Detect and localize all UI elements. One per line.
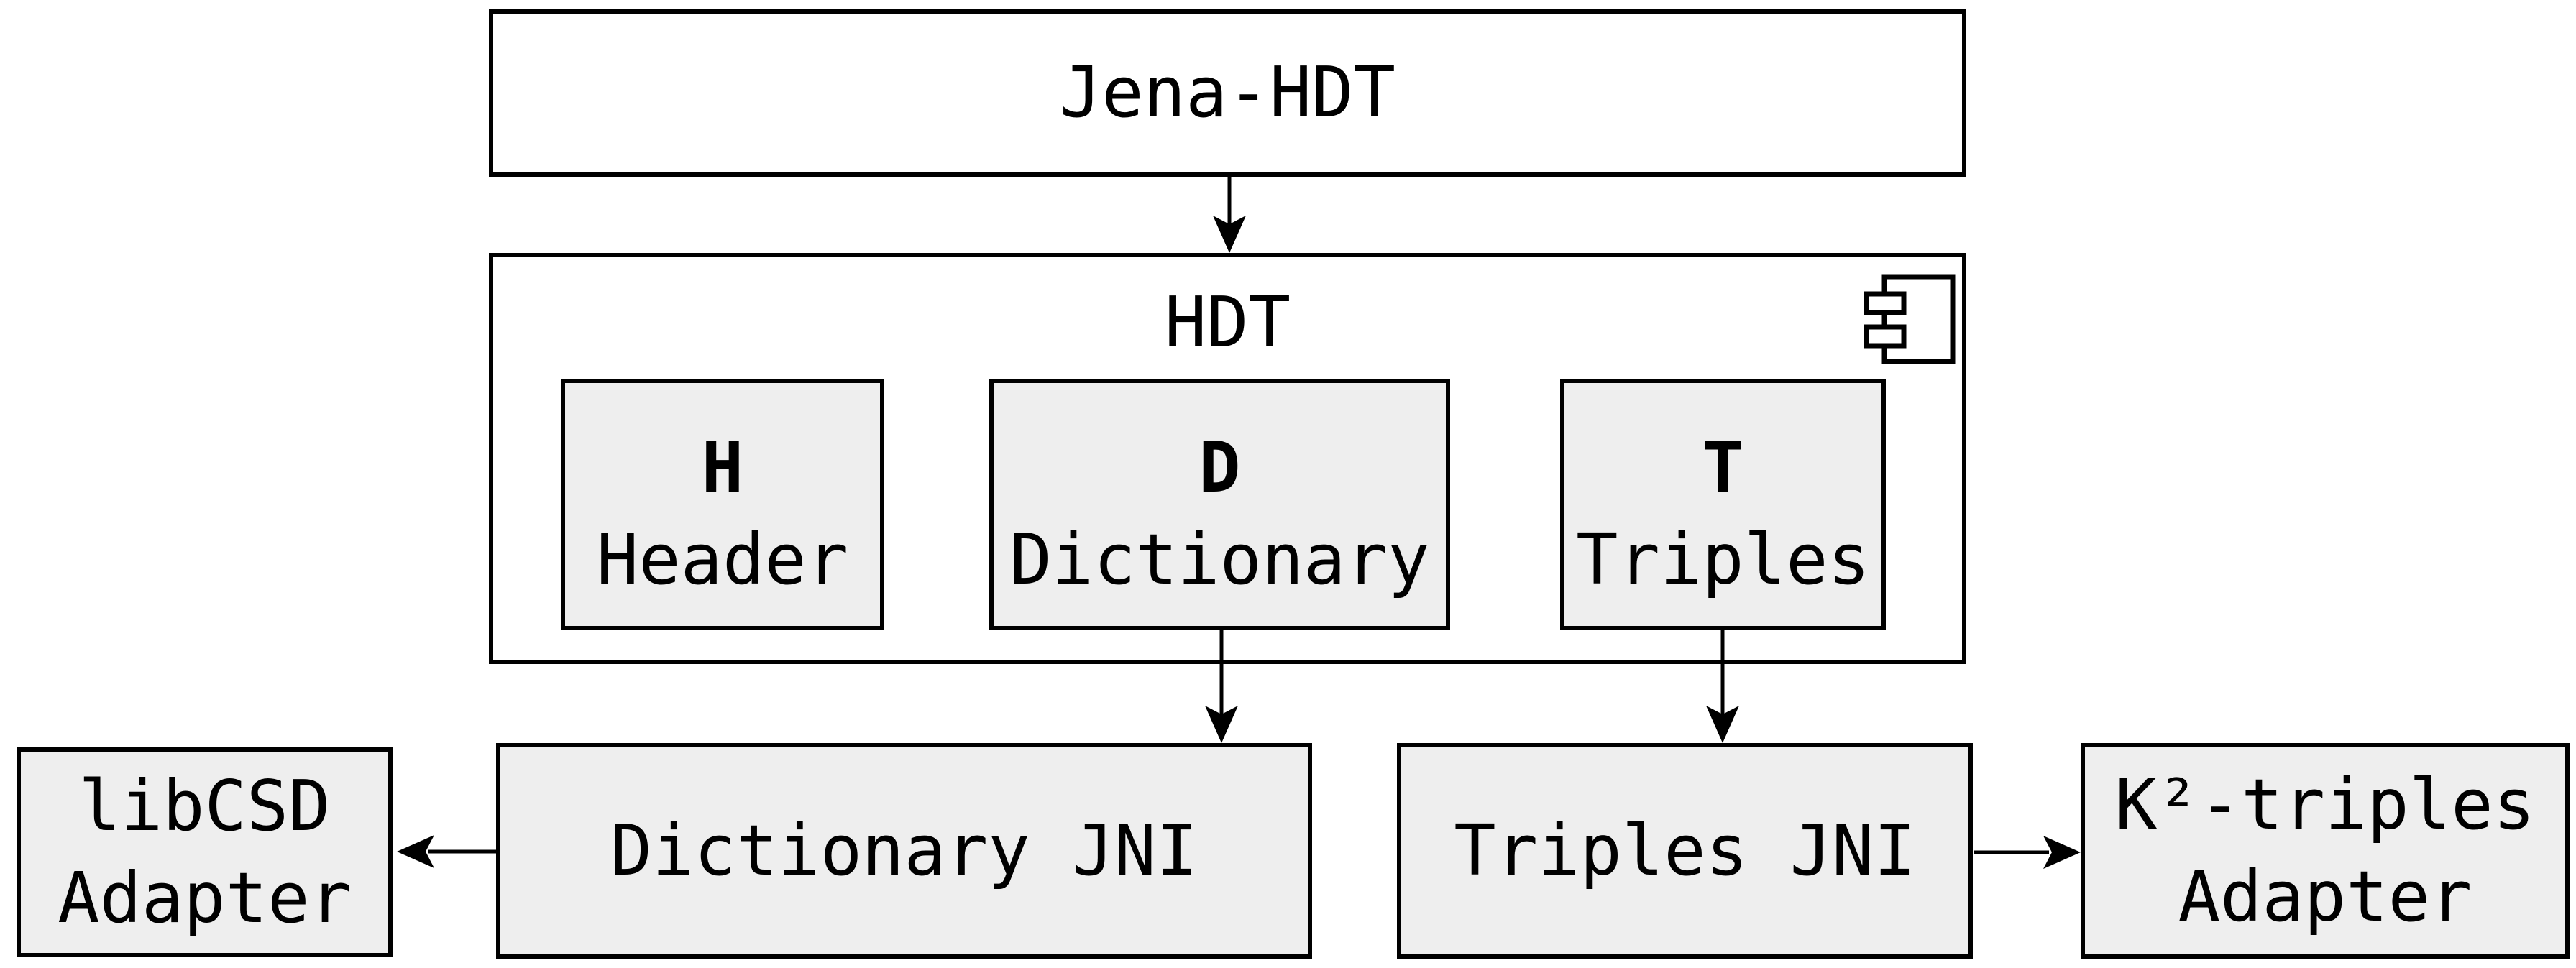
k2-triples-adapter-line1: K²-triples: [2115, 763, 2535, 845]
jena-hdt-box: Jena-HDT: [489, 9, 1966, 177]
k2-triples-adapter-box: K²-triples Adapter: [2081, 743, 2570, 959]
arrow-triples-jni-to-k2-adapter: [1974, 836, 2081, 869]
arrow-dictionary-jni-to-libcsd: [397, 835, 496, 868]
dictionary-letter: D: [1198, 426, 1241, 508]
dictionary-jni-label: Dictionary JNI: [610, 809, 1198, 891]
component-icon-port-bottom: [1864, 324, 1907, 349]
component-icon-body: [1881, 274, 1956, 364]
uml-component-icon: [1864, 274, 1956, 364]
jena-hdt-label: Jena-HDT: [1059, 52, 1396, 134]
triples-jni-box: Triples JNI: [1397, 743, 1973, 959]
libcsd-adapter-line1: libCSD: [78, 765, 331, 847]
libcsd-adapter-box: libCSD Adapter: [17, 747, 393, 957]
dictionary-jni-box: Dictionary JNI: [496, 743, 1312, 959]
libcsd-adapter-line2: Adapter: [58, 857, 352, 939]
component-icon-port-top: [1864, 291, 1907, 315]
triples-jni-label: Triples JNI: [1454, 809, 1916, 891]
dictionary-module-box: D Dictionary: [989, 379, 1450, 630]
hdt-label: HDT: [1164, 282, 1291, 363]
triples-name: Triples: [1576, 519, 1870, 600]
header-module-box: H Header: [561, 379, 884, 630]
dictionary-name: Dictionary: [1009, 519, 1430, 600]
header-name: Header: [596, 519, 849, 600]
k2-triples-adapter-line2: Adapter: [2178, 856, 2472, 937]
header-letter: H: [701, 426, 744, 508]
arrow-jena-to-hdt: [1213, 177, 1246, 253]
triples-module-box: T Triples: [1560, 379, 1886, 630]
hdt-component-box: HDT H Header D Dictionary T Triples: [489, 253, 1966, 664]
triples-letter: T: [1702, 426, 1744, 508]
